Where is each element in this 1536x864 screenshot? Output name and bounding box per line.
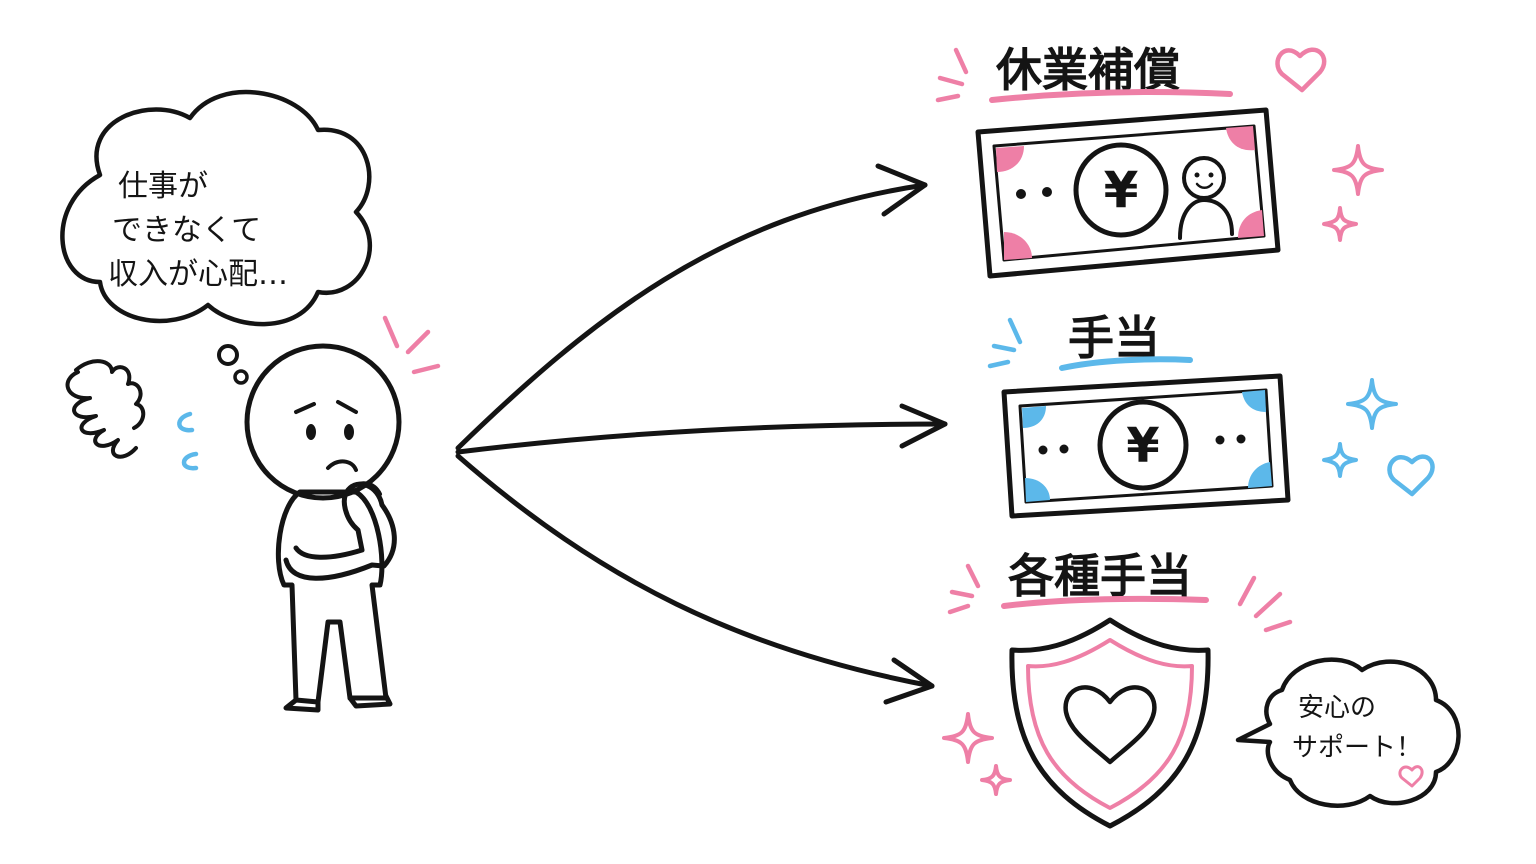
arrow-middle-head [899,403,948,449]
person-head [244,343,402,501]
branch-1-currency-symbol: ¥ [1104,161,1139,219]
thought-line-1: 仕事が [118,169,208,204]
thought-dot-large [217,344,239,366]
surprise-marks [382,315,441,375]
branch-2-underline [1059,356,1193,371]
foot-right [347,693,393,709]
branch-3-sparkle-lines-left [947,563,981,615]
thought-dot-small [233,369,249,385]
worry-scribble-icon [65,359,146,459]
branch-2: 手当 ¥ [987,311,1435,519]
banknote-icon: ¥ [1001,373,1291,519]
speech-line-2: サポート！ [1292,733,1422,763]
blue-sparkle-icon [1346,378,1398,430]
banknote-person-head [1182,156,1226,200]
arrow-middle [455,421,948,455]
branch-2-sparkle-lines [987,317,1023,369]
speech-bubble: 安心の サポート！ [1235,657,1461,808]
branch-3-underline [1001,595,1209,609]
branch-1-underline [989,89,1233,103]
thought-bubble: 仕事が できなくて 収入が心配… [60,89,373,327]
branch-3-sparkle-lines-right [1237,575,1293,633]
person-body [275,489,389,705]
branch-1: 休業補償 ¥ [935,43,1384,279]
branch-2-currency-symbol: ¥ [1126,418,1159,474]
arrow-top-head [875,163,928,217]
pink-heart-icon [1275,47,1327,93]
small-pink-heart-icon [1398,765,1424,788]
banknote-person-body [1178,198,1234,240]
blue-heart-icon [1387,454,1435,497]
arrow-bottom-head [883,657,935,705]
shield-heart-icon [1009,617,1211,829]
eye-right [344,424,354,440]
foot-left [283,697,321,713]
pink-sparkle-icon [1332,144,1384,196]
person-arm [283,481,397,581]
branch-3: 各種手当 [942,549,1293,829]
arrow-top [455,182,928,451]
person-hand [350,481,382,496]
branch-3-title: 各種手当 [1008,549,1192,603]
arrow-bottom [455,453,935,689]
worried-mouth [326,459,358,472]
eyebrow-right [336,400,358,414]
worried-person [244,343,402,713]
sweat-marks [177,411,199,471]
branch-1-title: 休業補償 [995,43,1180,97]
blue-sparkle-small-icon [1322,442,1358,478]
eye-left [306,424,316,440]
branch-arrows [455,163,948,705]
thought-line-2: できなくて [112,213,261,248]
pink-sparkle-lower-icon [942,712,994,764]
thought-line-3: 収入が心配… [108,257,288,292]
pink-sparkle-small-icon [1322,206,1358,242]
banknote-with-person-icon: ¥ [975,107,1281,279]
branch-2-title: 手当 [1068,311,1160,365]
pink-sparkle-lower-small-icon [980,764,1012,796]
heart-icon [1063,685,1157,765]
speech-line-1: 安心の [1298,693,1376,723]
branch-1-sparkle-lines [935,47,969,103]
eyebrow-left [294,402,316,414]
